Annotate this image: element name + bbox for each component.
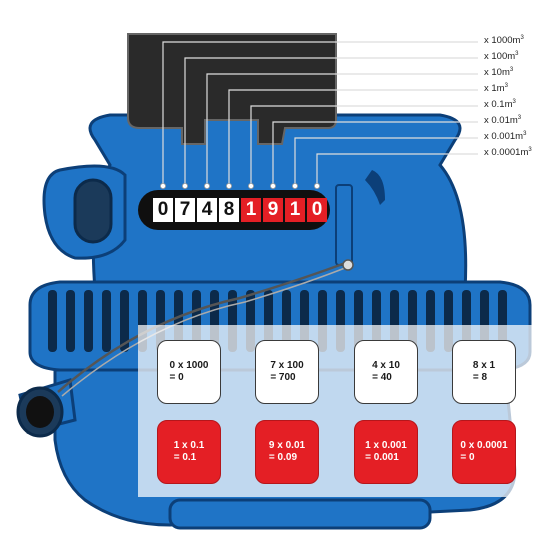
multiplier-label-exponent: 3 [517,115,522,121]
multiplier-label-exponent: 3 [528,147,532,153]
multiplier-label: x 1m3 [484,83,508,94]
register-digit: 1 [289,199,301,220]
calculation-line: 1 x 0.1 [173,440,205,451]
multiplier-label-exponent: 3 [515,51,519,57]
calculation-text: 1 x 0.001= 0.001 [365,440,407,464]
leader-line [250,105,478,186]
calculation-text: 0 x 0.0001= 0 [460,440,507,464]
multiplier-label: x 100m3 [484,51,519,62]
register-digit: 7 [179,199,191,220]
leader-line [294,137,478,186]
multiplier-label-text: x 0.1m [484,99,513,111]
digit-box [263,198,283,222]
digit-box [285,198,305,222]
multiplier-label: x 0.1m3 [484,99,516,110]
calculation-tile: 1 x 0.1= 0.1 [157,420,221,484]
multiplier-label-exponent: 3 [520,35,524,41]
calculation-result: = 0.001 [365,452,399,463]
ring-rib [48,290,57,352]
multiplier-label-text: x 0.001m [484,131,524,143]
calculation-result: = 700 [270,372,296,383]
multiplier-label-exponent: 3 [509,67,514,73]
calculation-result: = 40 [372,372,392,383]
calculation-tile: 4 x 10= 40 [354,340,418,404]
calculation-tile: 0 x 0.0001= 0 [452,420,516,484]
leader-dot [225,182,232,189]
calculation-text: 4 x 10= 40 [372,360,400,384]
register-digit: 0 [157,199,169,220]
calculation-text: 1 x 0.1= 0.1 [174,440,205,464]
inlet-pipe [16,378,77,438]
calculation-text: 0 x 1000= 0 [170,360,209,384]
register-digit: 4 [201,199,213,220]
calculation-tile: 0 x 1000= 0 [157,340,221,404]
seal-wire [57,259,354,397]
multiplier-label-text: x 10m [484,67,510,79]
calculation-tile: 8 x 1= 8 [452,340,516,404]
leader-dot [159,182,166,189]
digit-box [175,198,195,222]
multiplier-label-exponent: 3 [523,131,527,137]
calculation-line: 4 x 10 [372,360,400,371]
leader-dot [203,182,210,189]
ring-rib [84,290,93,352]
leader-dot [313,182,320,189]
leader-dot [181,182,188,189]
calculation-line: 0 x 0.0001 [460,440,508,451]
multiplier-label: x 1000m3 [484,35,524,46]
multiplier-label-text: x 100m [484,51,516,63]
calculation-result: = 8 [472,372,488,383]
calculation-tile: 1 x 0.001= 0.001 [354,420,418,484]
multiplier-label-text: x 0.01m [484,115,518,127]
leader-dot [291,182,298,189]
digit-box [197,198,217,222]
register-digit: 1 [245,199,257,220]
calculation-line: 9 x 0.01 [268,440,306,451]
calculation-result: = 0.1 [173,452,197,463]
leader-line [228,89,478,186]
calculation-tile: 9 x 0.01= 0.09 [255,420,319,484]
leader-lines [159,41,478,189]
leader-line [316,153,478,186]
leader-line [184,57,478,186]
calculation-line: 0 x 1000 [169,360,209,371]
leader-dot [269,182,276,189]
ring-rib [120,290,129,352]
ring-rib [102,290,111,352]
multiplier-label-text: x 0.0001m [484,147,529,159]
meter-cover [127,33,337,145]
multiplier-label: x 0.001m3 [484,131,526,142]
calculation-text: 8 x 1= 8 [473,360,495,384]
calculation-text: 9 x 0.01= 0.09 [269,440,305,464]
calculation-tile: 7 x 100= 700 [255,340,319,404]
calculation-result: = 0 [460,452,475,463]
multiplier-label-exponent: 3 [504,83,508,89]
register-digit: 0 [311,199,323,220]
multiplier-label-text: x 1m [484,83,505,95]
leader-dot [247,182,254,189]
calculation-result: = 0.09 [268,452,298,463]
register-digit: 8 [223,199,235,220]
digit-box [153,198,173,222]
ring-rib [66,290,75,352]
register-digit-boxes [153,198,327,222]
calculation-line: 1 x 0.001 [365,440,407,451]
multiplier-label: x 10m3 [484,67,513,78]
register-digit: 9 [267,199,279,220]
multiplier-label: x 0.0001m3 [484,147,532,158]
digit-box [219,198,239,222]
multiplier-label: x 0.01m3 [484,115,521,126]
digit-box [307,198,327,222]
calculation-text: 7 x 100= 700 [270,360,303,384]
calculation-line: 8 x 1 [472,360,496,371]
leader-line [272,121,478,186]
digit-box [241,198,261,222]
multiplier-label-text: x 1000m [484,35,521,47]
multiplier-label-exponent: 3 [512,99,516,105]
calculation-result: = 0 [169,372,184,383]
leader-line [206,73,478,186]
calculation-line: 7 x 100 [270,360,304,371]
leader-line [162,41,478,186]
